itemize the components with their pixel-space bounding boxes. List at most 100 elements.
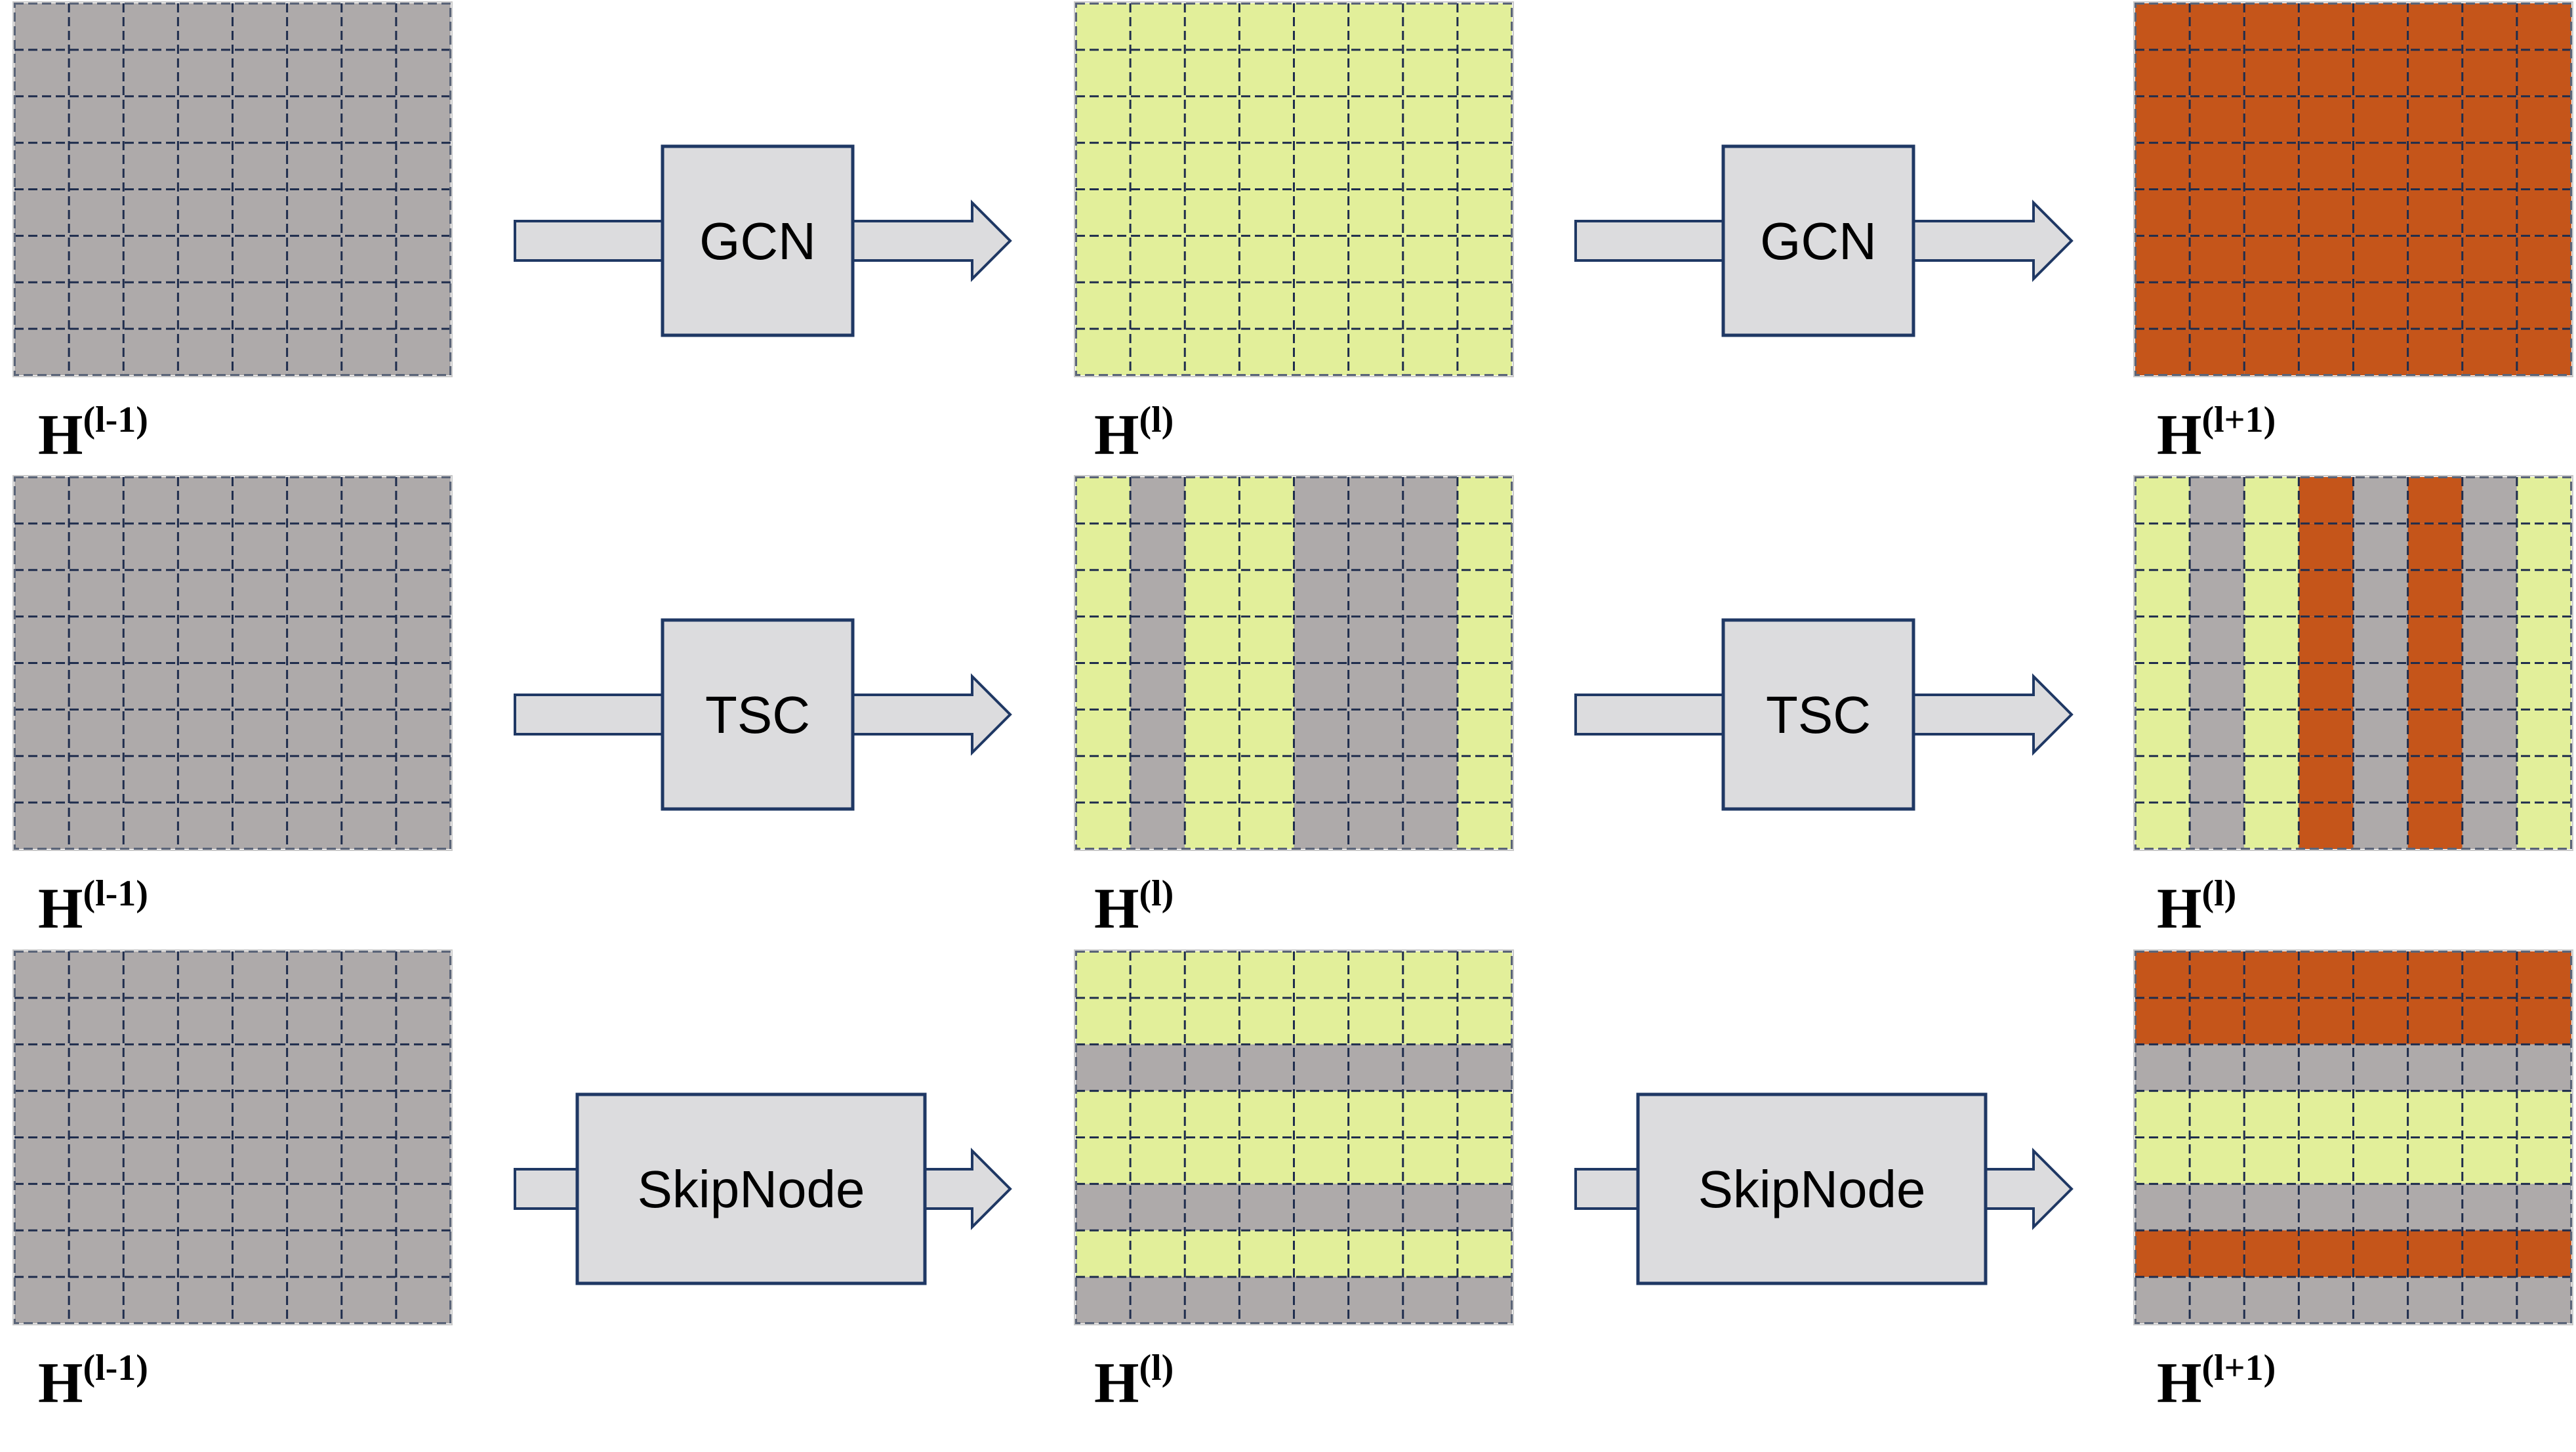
grid-cell [1457,1277,1512,1323]
grid-cell [341,3,396,50]
grid-cell [1130,49,1185,96]
grid-cell [232,142,287,190]
grid-cell [14,236,70,283]
grid-cell [2190,189,2245,236]
grid-cell [232,236,287,283]
grid-cell [1457,189,1512,236]
grid-cell [1457,1184,1512,1231]
grid-cell [2407,1230,2463,1277]
grid-cell [2190,663,2245,710]
grid-cell [2407,329,2463,375]
grid-cell [396,96,451,143]
grid-cell [2353,709,2408,757]
grid-cell [1185,236,1240,283]
grid-cell [1076,1184,1131,1231]
grid-cell [1402,189,1458,236]
grid-cell [1076,802,1131,849]
grid-cell [1348,1277,1403,1323]
label-superscript: (l-1) [83,873,148,914]
grid-cell [287,1230,342,1277]
grid-cell [1348,570,1403,617]
grid-cell [2135,49,2190,96]
grid-cell [1402,1137,1458,1184]
grid-cell [232,282,287,329]
grid-cell [287,570,342,617]
grid-cell [341,523,396,570]
grid-cell [2462,709,2517,757]
grid-cell [1130,997,1185,1045]
grid-cell [396,1184,451,1231]
grid-cell [1457,477,1512,524]
grid-cell [2516,997,2571,1045]
grid-cell [396,142,451,190]
grid-cell [1185,96,1240,143]
grid-cell [341,802,396,849]
grid-cell [1185,282,1240,329]
grid-cell [1130,1090,1185,1138]
grid-cell [1185,951,1240,998]
grid-cell [1402,1230,1458,1277]
grid-cell [178,1277,233,1323]
grid-cell [2407,802,2463,849]
grid-cell [1348,96,1403,143]
grid-cell [1239,616,1294,663]
grid-cell [287,756,342,803]
operator-block [661,618,855,811]
grid-cell [1402,96,1458,143]
grid-cell [341,1230,396,1277]
grid-cell [2353,1044,2408,1091]
grid-cell [1185,1044,1240,1091]
grid-cell [2299,1137,2354,1184]
grid-cell [1294,49,1349,96]
grid-cell [1294,570,1349,617]
grid-cell [69,1230,124,1277]
grid-cell [2299,570,2354,617]
grid-cell [123,1230,178,1277]
grid-cell [1294,523,1349,570]
grid-frame [12,949,453,1325]
grid-cell [123,1277,178,1323]
output-matrix [2133,475,2573,851]
grid-cell [2244,1090,2299,1138]
grid-cell [2407,616,2463,663]
grid-cell [232,1044,287,1091]
grid-border [13,476,452,850]
operator-gcn: GCN [1574,144,2074,337]
grid-cell [1402,1090,1458,1138]
grid-cell [14,1044,70,1091]
grid-cell [2244,142,2299,190]
grid-cell [14,663,70,710]
grid-cell [341,282,396,329]
grid-cell [2462,997,2517,1045]
grid-border [1074,2,1513,377]
grid-cell [14,96,70,143]
grid-cell [232,49,287,96]
grid-cell [69,616,124,663]
grid-cell [2407,756,2463,803]
grid-cell [1076,282,1131,329]
grid-cell [1185,1277,1240,1323]
grid-cell [287,142,342,190]
grid-cell [341,329,396,375]
operator-label: GCN [1760,212,1877,270]
grid-cell [2516,756,2571,803]
grid-cell [396,802,451,849]
grid-cell [1348,802,1403,849]
grid-cell [2244,951,2299,998]
grid-cell [341,142,396,190]
grid-cell [232,96,287,143]
grid-cell [1076,997,1131,1045]
grid-cell [2462,616,2517,663]
grid-cell [14,1184,70,1231]
grid-cell [2244,189,2299,236]
middle-matrix [1074,1,1514,377]
grid-cell [2135,709,2190,757]
grid-cell [1294,1090,1349,1138]
grid-cell [1185,802,1240,849]
grid-cell [2244,1044,2299,1091]
grid-cell [396,951,451,998]
grid-cell [1130,477,1185,524]
grid-cell [2299,663,2354,710]
